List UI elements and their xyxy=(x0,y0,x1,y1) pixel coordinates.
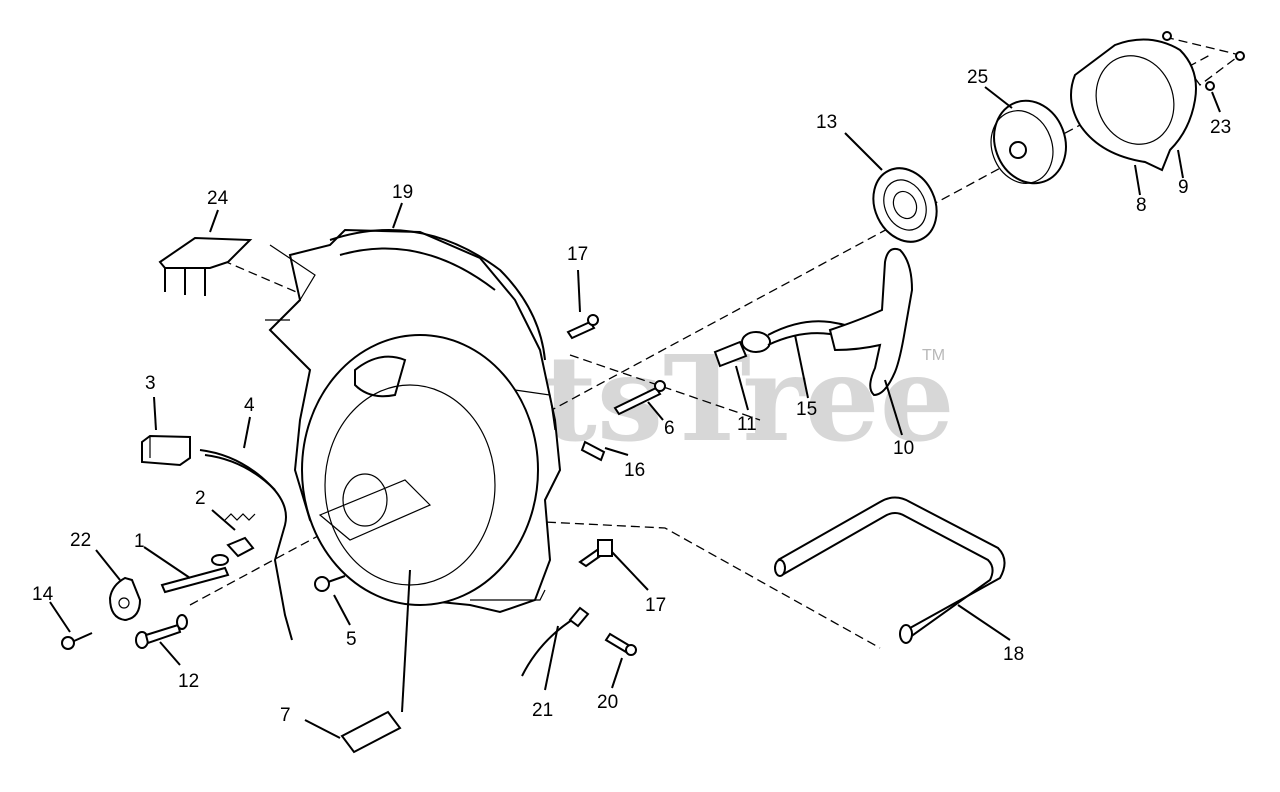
part-7-pad xyxy=(340,710,402,754)
callout-6: 6 xyxy=(664,418,675,439)
part-20-screw xyxy=(604,632,637,656)
part-1-pin xyxy=(160,554,230,594)
part-21-clip xyxy=(521,606,590,677)
part-23-screws xyxy=(1162,31,1245,91)
callout-14: 14 xyxy=(32,584,54,605)
part-6-bolt xyxy=(613,380,666,416)
part-13-recoil-spring xyxy=(872,167,938,243)
callout-5: 5 xyxy=(346,629,357,650)
callout-25: 25 xyxy=(967,67,988,88)
callout-7: 7 xyxy=(280,705,291,726)
part-12-bolt xyxy=(135,614,188,649)
part-24-bracket xyxy=(158,236,253,296)
part-10-starter-handle xyxy=(828,247,914,397)
part-3-switch xyxy=(141,434,191,467)
part-11-insert xyxy=(713,331,771,368)
callout-12: 12 xyxy=(178,671,199,692)
callout-13: 13 xyxy=(816,112,837,133)
part-22-lever xyxy=(108,576,142,622)
part-18-handle xyxy=(774,496,1006,644)
part-5-screw xyxy=(314,575,346,592)
callout-8: 8 xyxy=(1136,195,1147,216)
callout-4: 4 xyxy=(244,395,255,416)
callout-labels: 1 2 3 4 5 6 7 8 9 10 11 12 13 14 15 16 1… xyxy=(32,67,1231,726)
callout-9: 9 xyxy=(1178,177,1189,198)
callout-21: 21 xyxy=(532,700,553,721)
leader-lines xyxy=(49,86,1221,739)
part-8-starter-housing xyxy=(1070,38,1197,172)
callout-17-lower: 17 xyxy=(645,595,666,616)
part-25-pulley xyxy=(990,99,1067,185)
part-17-screw-upper xyxy=(566,314,599,340)
part-16-screw xyxy=(580,440,606,462)
callout-20: 20 xyxy=(597,692,618,713)
part-17-screw-lower xyxy=(578,539,613,568)
part-2-spring xyxy=(224,513,256,558)
blower-housing xyxy=(265,228,562,614)
part-14-screw xyxy=(61,632,93,650)
watermark-trademark: TM xyxy=(922,347,945,364)
callout-24: 24 xyxy=(207,188,229,209)
callout-2: 2 xyxy=(195,488,206,509)
callout-19: 19 xyxy=(392,182,413,203)
callout-17-upper: 17 xyxy=(567,244,588,265)
callout-3: 3 xyxy=(145,373,156,394)
part-4-throttle-rod xyxy=(199,449,293,641)
callout-1: 1 xyxy=(134,531,145,552)
callout-18: 18 xyxy=(1003,644,1024,665)
callout-16: 16 xyxy=(624,460,645,481)
callout-15: 15 xyxy=(796,399,817,420)
callout-22: 22 xyxy=(70,530,91,551)
callout-23: 23 xyxy=(1210,117,1231,138)
callout-11: 11 xyxy=(737,414,757,435)
callout-10: 10 xyxy=(893,438,914,459)
